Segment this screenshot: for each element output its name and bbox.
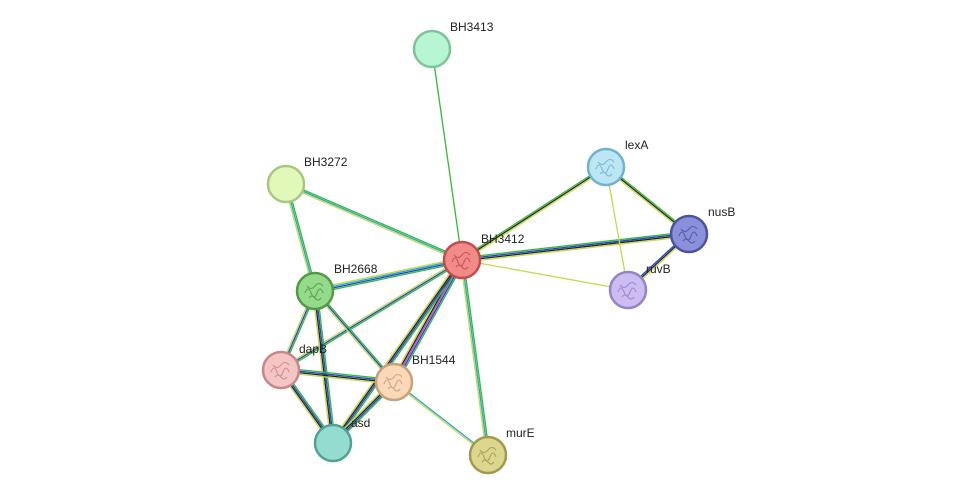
protein-structure-icon: [451, 251, 471, 270]
edge-evidence-line: [286, 182, 463, 260]
edge-evidence-line: [461, 259, 629, 291]
edge-evidence-line: [605, 166, 629, 291]
edge-BH3412-lexA[interactable]: [460, 165, 608, 262]
node-BH3413[interactable]: BH3413: [412, 20, 494, 69]
edge-BH3412-ruvB[interactable]: [461, 259, 629, 291]
node-label: BH3413: [450, 20, 494, 34]
node-label: nusB: [708, 205, 735, 219]
node-circle[interactable]: [669, 214, 709, 254]
protein-structure-icon: [383, 373, 403, 392]
edge-evidence-line: [314, 257, 462, 290]
edge-evidence-line: [315, 289, 396, 382]
edge-evidence-line: [330, 258, 461, 443]
node-circle[interactable]: [261, 350, 301, 390]
edge-evidence-line: [459, 260, 488, 456]
node-ruvB[interactable]: ruvB: [608, 262, 671, 310]
node-BH3412[interactable]: BH3412: [442, 232, 525, 280]
edge-BH2668-BH1544[interactable]: [313, 289, 396, 384]
node-circle[interactable]: [295, 271, 335, 311]
edge-evidence-line: [461, 166, 607, 261]
edge-evidence-line: [334, 260, 465, 445]
node-circle[interactable]: [608, 270, 648, 310]
node-circle[interactable]: [586, 147, 626, 187]
edge-evidence-line: [314, 258, 462, 291]
edge-BH3413-BH3412[interactable]: [431, 48, 463, 261]
node-circle[interactable]: [266, 164, 306, 204]
edge-evidence-line: [315, 290, 335, 443]
node-dapB[interactable]: dapB: [261, 342, 327, 390]
protein-structure-icon: [678, 225, 698, 244]
edge-evidence-line: [285, 183, 463, 261]
edge-BH3272-BH3412[interactable]: [285, 182, 463, 262]
edge-BH3412-murE[interactable]: [459, 259, 491, 456]
edge-evidence-line: [281, 260, 464, 372]
node-murE[interactable]: murE: [468, 426, 535, 475]
node-lexA[interactable]: lexA: [586, 138, 648, 187]
edge-evidence-line: [312, 291, 332, 444]
node-label: dapB: [299, 342, 327, 356]
node-asd[interactable]: asd: [313, 416, 370, 463]
protein-structure-icon: [304, 282, 324, 301]
node-nusB[interactable]: nusB: [669, 205, 735, 254]
node-circle[interactable]: [412, 29, 452, 69]
edge-evidence-line: [313, 291, 394, 384]
edge-evidence-line: [462, 167, 608, 262]
edge-evidence-line: [431, 48, 463, 261]
edge-evidence-line: [462, 234, 690, 262]
edge-evidence-line: [393, 382, 488, 457]
node-label: BH3412: [481, 232, 525, 246]
edge-evidence-line: [316, 290, 336, 443]
edge-evidence-line: [315, 260, 463, 293]
edge-BH2668-asd[interactable]: [312, 290, 336, 444]
edge-evidence-line: [461, 232, 689, 260]
node-label: asd: [351, 416, 370, 430]
edge-lexA-ruvB[interactable]: [605, 166, 629, 291]
edge-evidence-line: [315, 261, 463, 294]
node-circle[interactable]: [313, 423, 353, 463]
edge-evidence-line: [280, 259, 463, 371]
edge-evidence-line: [285, 184, 462, 262]
edge-evidence-line: [314, 290, 395, 383]
node-circle[interactable]: [442, 240, 482, 280]
edge-evidence-line: [331, 259, 462, 443]
edge-evidence-line: [394, 260, 464, 384]
node-label: ruvB: [646, 262, 671, 276]
node-circle[interactable]: [468, 435, 508, 475]
node-circle[interactable]: [374, 362, 414, 402]
protein-structure-icon: [595, 158, 615, 177]
edge-BH3412-BH2668[interactable]: [314, 257, 463, 294]
edge-evidence-line: [460, 165, 606, 260]
edge-BH3412-asd[interactable]: [330, 258, 465, 445]
node-label: murE: [506, 426, 535, 440]
edge-BH3412-dapB[interactable]: [279, 258, 464, 372]
edge-evidence-line: [461, 259, 489, 456]
protein-structure-icon: [270, 361, 290, 380]
edge-evidence-line: [313, 291, 333, 444]
edge-evidence-line: [333, 260, 464, 444]
node-label: lexA: [625, 138, 648, 152]
node-BH2668[interactable]: BH2668: [295, 262, 378, 311]
node-label: BH2668: [334, 262, 378, 276]
node-BH3272[interactable]: BH3272: [266, 155, 348, 204]
protein-structure-icon: [617, 281, 637, 300]
edge-evidence-line: [461, 231, 689, 259]
edge-evidence-line: [394, 380, 489, 455]
edge-BH3412-nusB[interactable]: [461, 231, 690, 263]
node-label: BH3272: [304, 155, 348, 169]
node-BH1544[interactable]: BH1544: [374, 353, 456, 402]
edges-layer: [278, 48, 691, 457]
node-label: BH1544: [412, 353, 456, 367]
edge-BH1544-murE[interactable]: [393, 380, 489, 457]
protein-structure-icon: [477, 446, 497, 465]
edge-evidence-line: [279, 258, 462, 370]
edge-evidence-line: [462, 235, 690, 263]
edge-evidence-line: [396, 261, 466, 384]
edge-evidence-line: [462, 259, 491, 455]
